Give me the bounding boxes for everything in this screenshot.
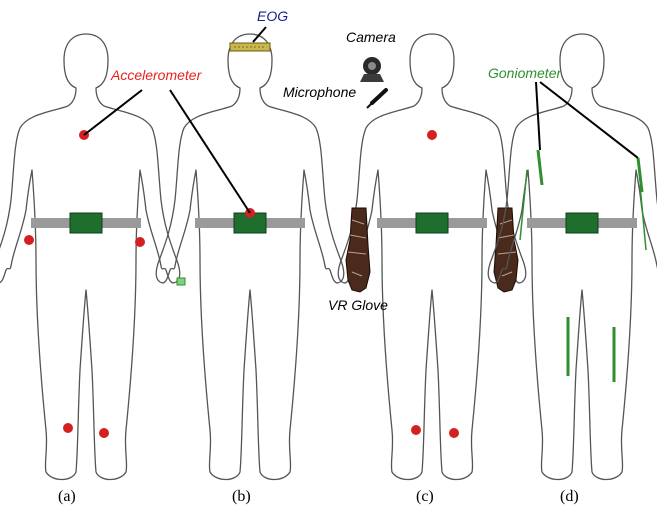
eog-label: EOG xyxy=(257,8,288,24)
panel-label-d: (d) xyxy=(560,488,579,505)
camera-icon xyxy=(360,57,384,82)
accelerometer-left-wrist-dot xyxy=(24,235,34,245)
accelerometer-left-ankle-dot xyxy=(63,423,73,433)
goniometer-label: Goniometer xyxy=(488,65,562,81)
panel-label-c: (c) xyxy=(416,488,434,505)
accelerometer-leader-chest xyxy=(84,90,142,135)
goniometer-left-elbow xyxy=(538,150,542,185)
panel-label-b: (b) xyxy=(232,488,251,505)
figure-b xyxy=(156,34,344,480)
figure-a xyxy=(0,34,180,480)
goniometer-leader-elbow-right xyxy=(540,82,638,158)
goniometer-left-arm xyxy=(520,170,527,240)
left-ankle-dot xyxy=(411,425,421,435)
camera-label: Camera xyxy=(346,29,396,45)
vr-glove-label: VR Glove xyxy=(328,297,388,313)
right-ankle-dot xyxy=(449,428,459,438)
microphone-icon xyxy=(367,90,386,108)
chest-dot xyxy=(427,130,437,140)
goniometer-leader-elbow-left xyxy=(536,82,540,150)
goniometer-right-arm xyxy=(640,185,646,250)
panel-label-a: (a) xyxy=(58,488,76,505)
leader-lines xyxy=(84,27,638,213)
hand-module-icon xyxy=(177,278,185,285)
accelerometer-leader-hip xyxy=(170,90,250,213)
accelerometer-right-wrist-dot xyxy=(135,237,145,247)
accelerometer-right-ankle-dot xyxy=(99,428,109,438)
eog-headband-icon xyxy=(230,43,270,51)
figure-c xyxy=(338,34,526,480)
microphone-label: Microphone xyxy=(283,84,356,100)
accelerometer-label: Accelerometer xyxy=(110,67,203,83)
